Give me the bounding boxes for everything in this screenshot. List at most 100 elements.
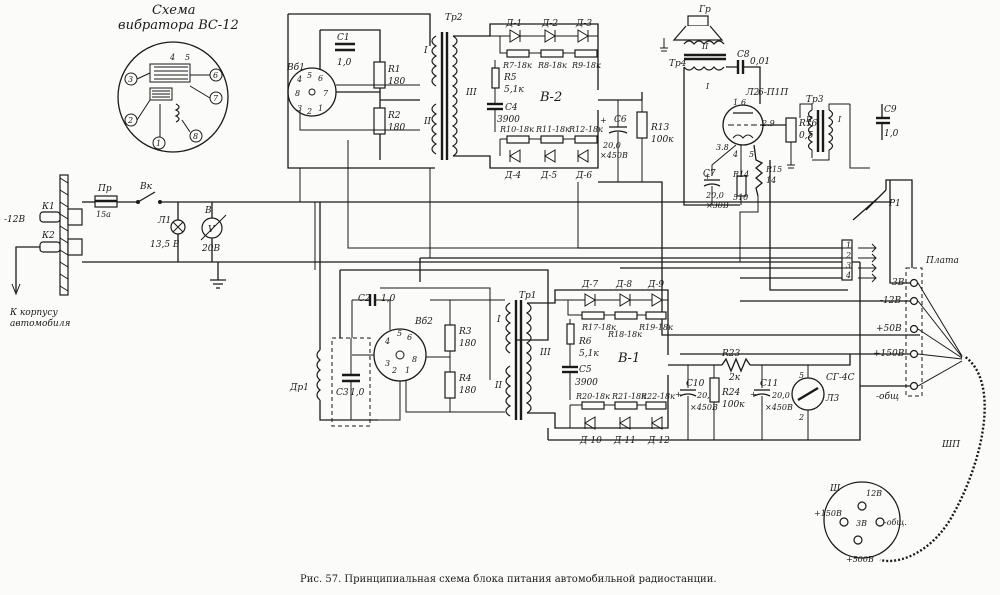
diode-d4: Д-4: [504, 171, 521, 181]
c11-value-line1: 20,0: [771, 391, 790, 400]
r7-label: R7-18к: [502, 61, 532, 70]
c1-value: 1,0: [337, 58, 352, 68]
resistor-r5: [491, 67, 500, 89]
c7-plus: +: [704, 172, 711, 181]
diode-d2: Д-2: [541, 19, 558, 29]
vb1-pin-7: 7: [323, 89, 329, 98]
r16-label: R16: [798, 119, 818, 129]
connector-pin-4: 4: [845, 271, 851, 280]
plug-plus500v: +500В: [846, 555, 874, 564]
r2-value: 180: [388, 123, 405, 133]
connector-k1-plug: [39, 211, 61, 223]
resistor-r10: [506, 135, 530, 144]
resistor-r17: [581, 311, 605, 320]
vb2-pin-5: 5: [397, 329, 402, 338]
diode-d6: Д-6: [575, 171, 592, 181]
resistor-r8: [540, 49, 564, 58]
r4-value: 180: [459, 386, 476, 396]
connector-pin-2: 2: [845, 251, 851, 260]
relay-label: Р1: [888, 199, 901, 209]
diode-d8: Д-8: [615, 280, 632, 290]
tube-label: Л2: [745, 88, 760, 98]
c2-label: С2: [358, 294, 371, 304]
voltmeter-symbol: V: [208, 225, 216, 235]
tube-pin-29: 2.9: [761, 119, 775, 128]
r20-label: R20-18к: [575, 392, 610, 401]
b1-top-diodes: Д-7 Д-8 Д-9 R17-18к R18-18к R19-18к: [555, 280, 673, 339]
r24-value: 100к: [722, 400, 745, 410]
r5-label: R5: [503, 73, 517, 83]
vibrator-vs12-inset: Схема вибратора ВС-12 3 2 6 7 8 1 4 5: [117, 3, 239, 153]
resistor-r12: [574, 135, 598, 144]
plug-plus150v: +150В: [814, 509, 842, 518]
tr1-winding-1: I: [496, 315, 501, 325]
inset-pin-8: 8: [193, 132, 198, 141]
terminal-plus50v: +50В: [876, 324, 902, 334]
tr4-winding-1: I: [705, 82, 710, 91]
tube-pin-6: 6: [741, 98, 746, 107]
c8-label: С8: [737, 50, 750, 60]
vb2-pin-3: 3: [385, 359, 390, 368]
vb2-pin-2: 2: [391, 366, 397, 375]
input-section: К1 -12В К2 К корпусу автомобиля Пр 15а В…: [4, 174, 890, 329]
c1-label: С1: [337, 33, 350, 43]
resistor-r7: [506, 49, 530, 58]
cable-fan-out: [917, 282, 963, 387]
c6-value-line1: 20,0: [602, 141, 621, 150]
r15-value: 14: [766, 176, 776, 185]
resistor-r2: [373, 107, 386, 135]
plug-label: Ш: [829, 484, 841, 494]
c11-value-line2: ×450В: [765, 403, 793, 412]
ground-note-line1: К корпусу: [9, 308, 58, 318]
choke-label: Др1: [289, 383, 309, 393]
tr1-winding-3: III: [539, 348, 551, 358]
tr3-winding-1: I: [837, 115, 842, 124]
connector-pin-1: 1: [846, 241, 851, 250]
stabilizer-type: СГ-4С: [826, 373, 855, 383]
switch-label: Вк: [139, 182, 153, 192]
c6-label: С6: [614, 115, 627, 125]
vb2-pin-6: 6: [407, 333, 412, 342]
c2-value: 1,0: [381, 294, 396, 304]
ground-note-line2: автомобиля: [10, 318, 70, 329]
chassis-ground: [210, 262, 226, 289]
interconnect-wires: [299, 140, 579, 270]
c9-label: С9: [884, 105, 897, 115]
r1-value: 180: [388, 77, 405, 87]
resistor-r13: [636, 111, 648, 139]
diode-d10: Д-10: [579, 436, 602, 446]
tr2-winding-2: II: [423, 117, 432, 127]
vb1-pin-4: 4: [296, 75, 302, 84]
c6-plus: +: [600, 116, 607, 125]
tr1-label: Тр1: [519, 291, 537, 301]
inset-title-line1: Схема: [152, 3, 196, 18]
plug-12v: 12В: [866, 489, 882, 498]
choke-dr1: [316, 349, 321, 401]
inset-reed-block: [149, 87, 173, 101]
cable-label: ШП: [941, 440, 960, 450]
stabilizer-ref: Л3: [825, 394, 840, 404]
tr4-winding-2: II: [701, 42, 709, 51]
vb2-pin-4: 4: [384, 337, 390, 346]
r22-label: R22-18к: [640, 392, 675, 401]
connector-k2-label: К2: [41, 231, 55, 241]
c4-value: 3900: [497, 115, 520, 125]
diode-d1: Д-1: [505, 19, 522, 29]
connector-k1-nut: [67, 208, 83, 226]
plug-pin-3v: 3В: [856, 519, 867, 528]
resistor-r21: [614, 401, 638, 410]
resistor-r23: [721, 357, 751, 373]
vb2-pin-1: 1: [405, 366, 410, 375]
resistor-r3: [444, 324, 456, 352]
terminal-common: -общ: [876, 391, 899, 402]
plug-sh: [823, 481, 901, 559]
inset-title-line2: вибратора ВС-12: [118, 18, 239, 33]
vb1-label: Вб1: [286, 62, 305, 73]
vb1-pin-5: 5: [307, 71, 312, 80]
r23-label: R23: [721, 349, 741, 359]
r11-label: R11-18к: [535, 125, 570, 134]
resistor-r24: [709, 377, 720, 403]
vb2-pin-8: 8: [412, 355, 417, 364]
r17-label: R17-18к: [581, 323, 616, 332]
